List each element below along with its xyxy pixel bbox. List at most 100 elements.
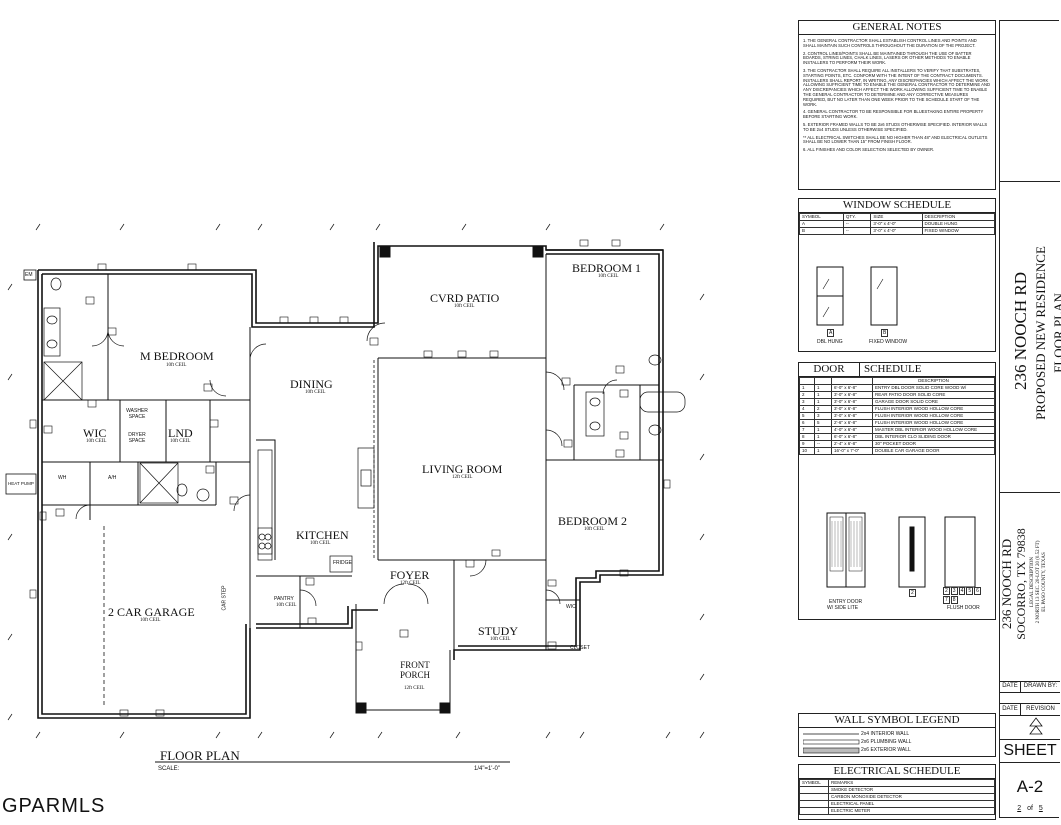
ceiling-lnd: 10ft CEIL: [170, 439, 191, 444]
cell: B: [799, 227, 844, 235]
label-car-step: CAR STEP: [221, 585, 228, 611]
window-elevations: [816, 266, 898, 326]
table-row: ELECTRIC METER: [799, 807, 995, 815]
ceiling-pantry: 10ft CEIL: [276, 603, 297, 608]
door-num: 6: [974, 587, 981, 595]
ceiling-garage: 10ft CEIL: [140, 618, 161, 623]
label-ah: A/H: [108, 475, 117, 481]
interior-walls: [42, 254, 663, 650]
door-label-entry-sub: W/ SIDE LITE: [827, 605, 859, 611]
project-subtitle: PROPOSED NEW RESIDENCE: [1033, 246, 1048, 420]
room-living-room: LIVING ROOM: [422, 462, 503, 476]
ceiling-cvrd-patio: 10ft CEIL: [454, 304, 475, 309]
title-block-date-drawn: DATE DRAWN BY: DATE REVISION: [1000, 681, 1060, 735]
address-line: 236 NOOCH RD: [999, 538, 1014, 630]
col-description: DESCRIPTION: [921, 213, 996, 221]
col-symbol: SYMBOL: [799, 779, 829, 787]
room-front-porch: FRONT PORCH: [399, 660, 430, 680]
room-foyer: FOYER: [390, 568, 430, 582]
room-garage: 2 CAR GARAGE: [108, 605, 195, 619]
note-item: 6. ALL FINISHES AND COLOR SELECTION SELE…: [803, 147, 935, 153]
label-wh: WH: [58, 475, 67, 481]
sheet-name: FLOOR PLAN: [1051, 293, 1061, 373]
col-symbol: SYMBOL: [799, 213, 844, 221]
grid-ticks: [7, 223, 705, 739]
room-bedroom1: BEDROOM 1: [572, 261, 642, 275]
ceiling-bedroom1: 10ft CEIL: [598, 274, 619, 279]
cell: DOUBLE HUNG: [921, 220, 996, 228]
room-lnd: LND: [168, 426, 193, 440]
room-cvrd-patio: CVRD PATIO: [430, 291, 500, 305]
title-block: 236 NOOCH RD PROPOSED NEW RESIDENCE FLOO…: [999, 20, 1061, 818]
room-wic: WIC: [83, 426, 107, 440]
door-num: 2: [943, 587, 950, 595]
door-tags: [39, 296, 629, 650]
general-notes-title: GENERAL NOTES: [799, 21, 995, 35]
window-label-dbl-hung: DBL HUNG: [817, 339, 843, 345]
wall-legend-symbols: [803, 733, 860, 754]
door-num: 5: [966, 587, 974, 595]
window-symbol-a: A: [827, 329, 835, 337]
label-em: EM: [25, 272, 33, 278]
label-fridge: FRIDGE: [333, 560, 352, 566]
room-bedroom2: BEDROOM 2: [558, 514, 628, 528]
city-line: SOCORRO, TX 79838: [1014, 528, 1028, 640]
ceiling-bedroom2: 10ft CEIL: [584, 527, 605, 532]
sheet-number: A-2: [1016, 777, 1044, 796]
table-row: ELECTRICAL PANEL: [799, 800, 995, 808]
floor-plan-title: FLOOR PLAN: [160, 748, 240, 763]
note-item: 3. THE CONTRACTOR SHALL REQUIRE ALL INST…: [803, 67, 990, 107]
cell: 3'-0" x 4'-0": [870, 220, 923, 228]
cell: --: [842, 227, 872, 235]
door-label-entry: ENTRY DOOR: [829, 599, 863, 605]
page-number: 2: [1017, 805, 1022, 812]
wall-legend-title: WALL SYMBOL LEGEND: [799, 714, 995, 728]
room-kitchen: KITCHEN: [296, 528, 349, 542]
room-wic2: WIC: [566, 604, 576, 610]
door-label-num2: 2: [909, 589, 916, 597]
door-num: 3: [950, 587, 958, 595]
door-label-flush: FLUSH DOOR: [947, 605, 980, 611]
col-description: DESCRIPTION: [872, 377, 995, 385]
ceiling-study: 10ft CEIL: [490, 637, 511, 642]
dryer-space: DRYER SPACE: [128, 432, 146, 444]
door-swings: [75, 322, 618, 607]
page-total: 5: [1038, 805, 1043, 812]
window-schedule-title: WINDOW SCHEDULE: [799, 199, 995, 213]
cell: SMOKE DETECTOR: [828, 786, 995, 794]
project-name: 236 NOOCH RD: [1011, 271, 1030, 391]
page-of: of: [1027, 805, 1033, 812]
ceiling-living-room: 12ft CEIL: [452, 475, 473, 480]
note-item: 4. GENERAL CONTRACTOR TO BE RESPONSIBLE …: [803, 109, 984, 120]
table-header-row: SYMBOL QTY. SIZE DESCRIPTION: [799, 213, 996, 221]
cell: 3'-0" x 4'-0": [870, 227, 923, 235]
ceiling-kitchen: 10ft CEIL: [310, 541, 331, 546]
cell: --: [842, 220, 872, 228]
note-item: 1. THE GENERAL CONTRACTOR SHALL ESTABLIS…: [803, 38, 977, 48]
ceiling-wic: 10ft CEIL: [86, 439, 107, 444]
room-pantry: PANTRY: [274, 596, 294, 602]
washer-space: WASHER SPACE: [126, 408, 148, 420]
watermark-logo: GPARMLS: [2, 795, 106, 817]
bath-fixtures: [43, 277, 686, 504]
cell: A: [799, 220, 844, 228]
date-label-2: DATE: [1000, 704, 1021, 715]
table-row: 9--2'-4" x 6'-8"30" POCKET DOOR: [799, 440, 995, 448]
cell: ELECTRIC METER: [828, 807, 995, 815]
ceiling-dining: 10ft CEIL: [305, 390, 326, 395]
cell: CARBON MONOXIDE DETECTOR: [828, 793, 995, 801]
room-closet: CLOSET: [570, 645, 591, 651]
title-block-address: 236 NOOCH RD SOCORRO, TX 79838 LEGAL DES…: [999, 491, 1060, 682]
table-row: SMOKE DETECTOR: [799, 786, 995, 794]
col-qty: QTY.: [842, 213, 872, 221]
room-dining: DINING: [290, 377, 333, 391]
wall-legend-panel: WALL SYMBOL LEGEND 2x4 INTERIOR WALL 2x6…: [798, 713, 996, 757]
